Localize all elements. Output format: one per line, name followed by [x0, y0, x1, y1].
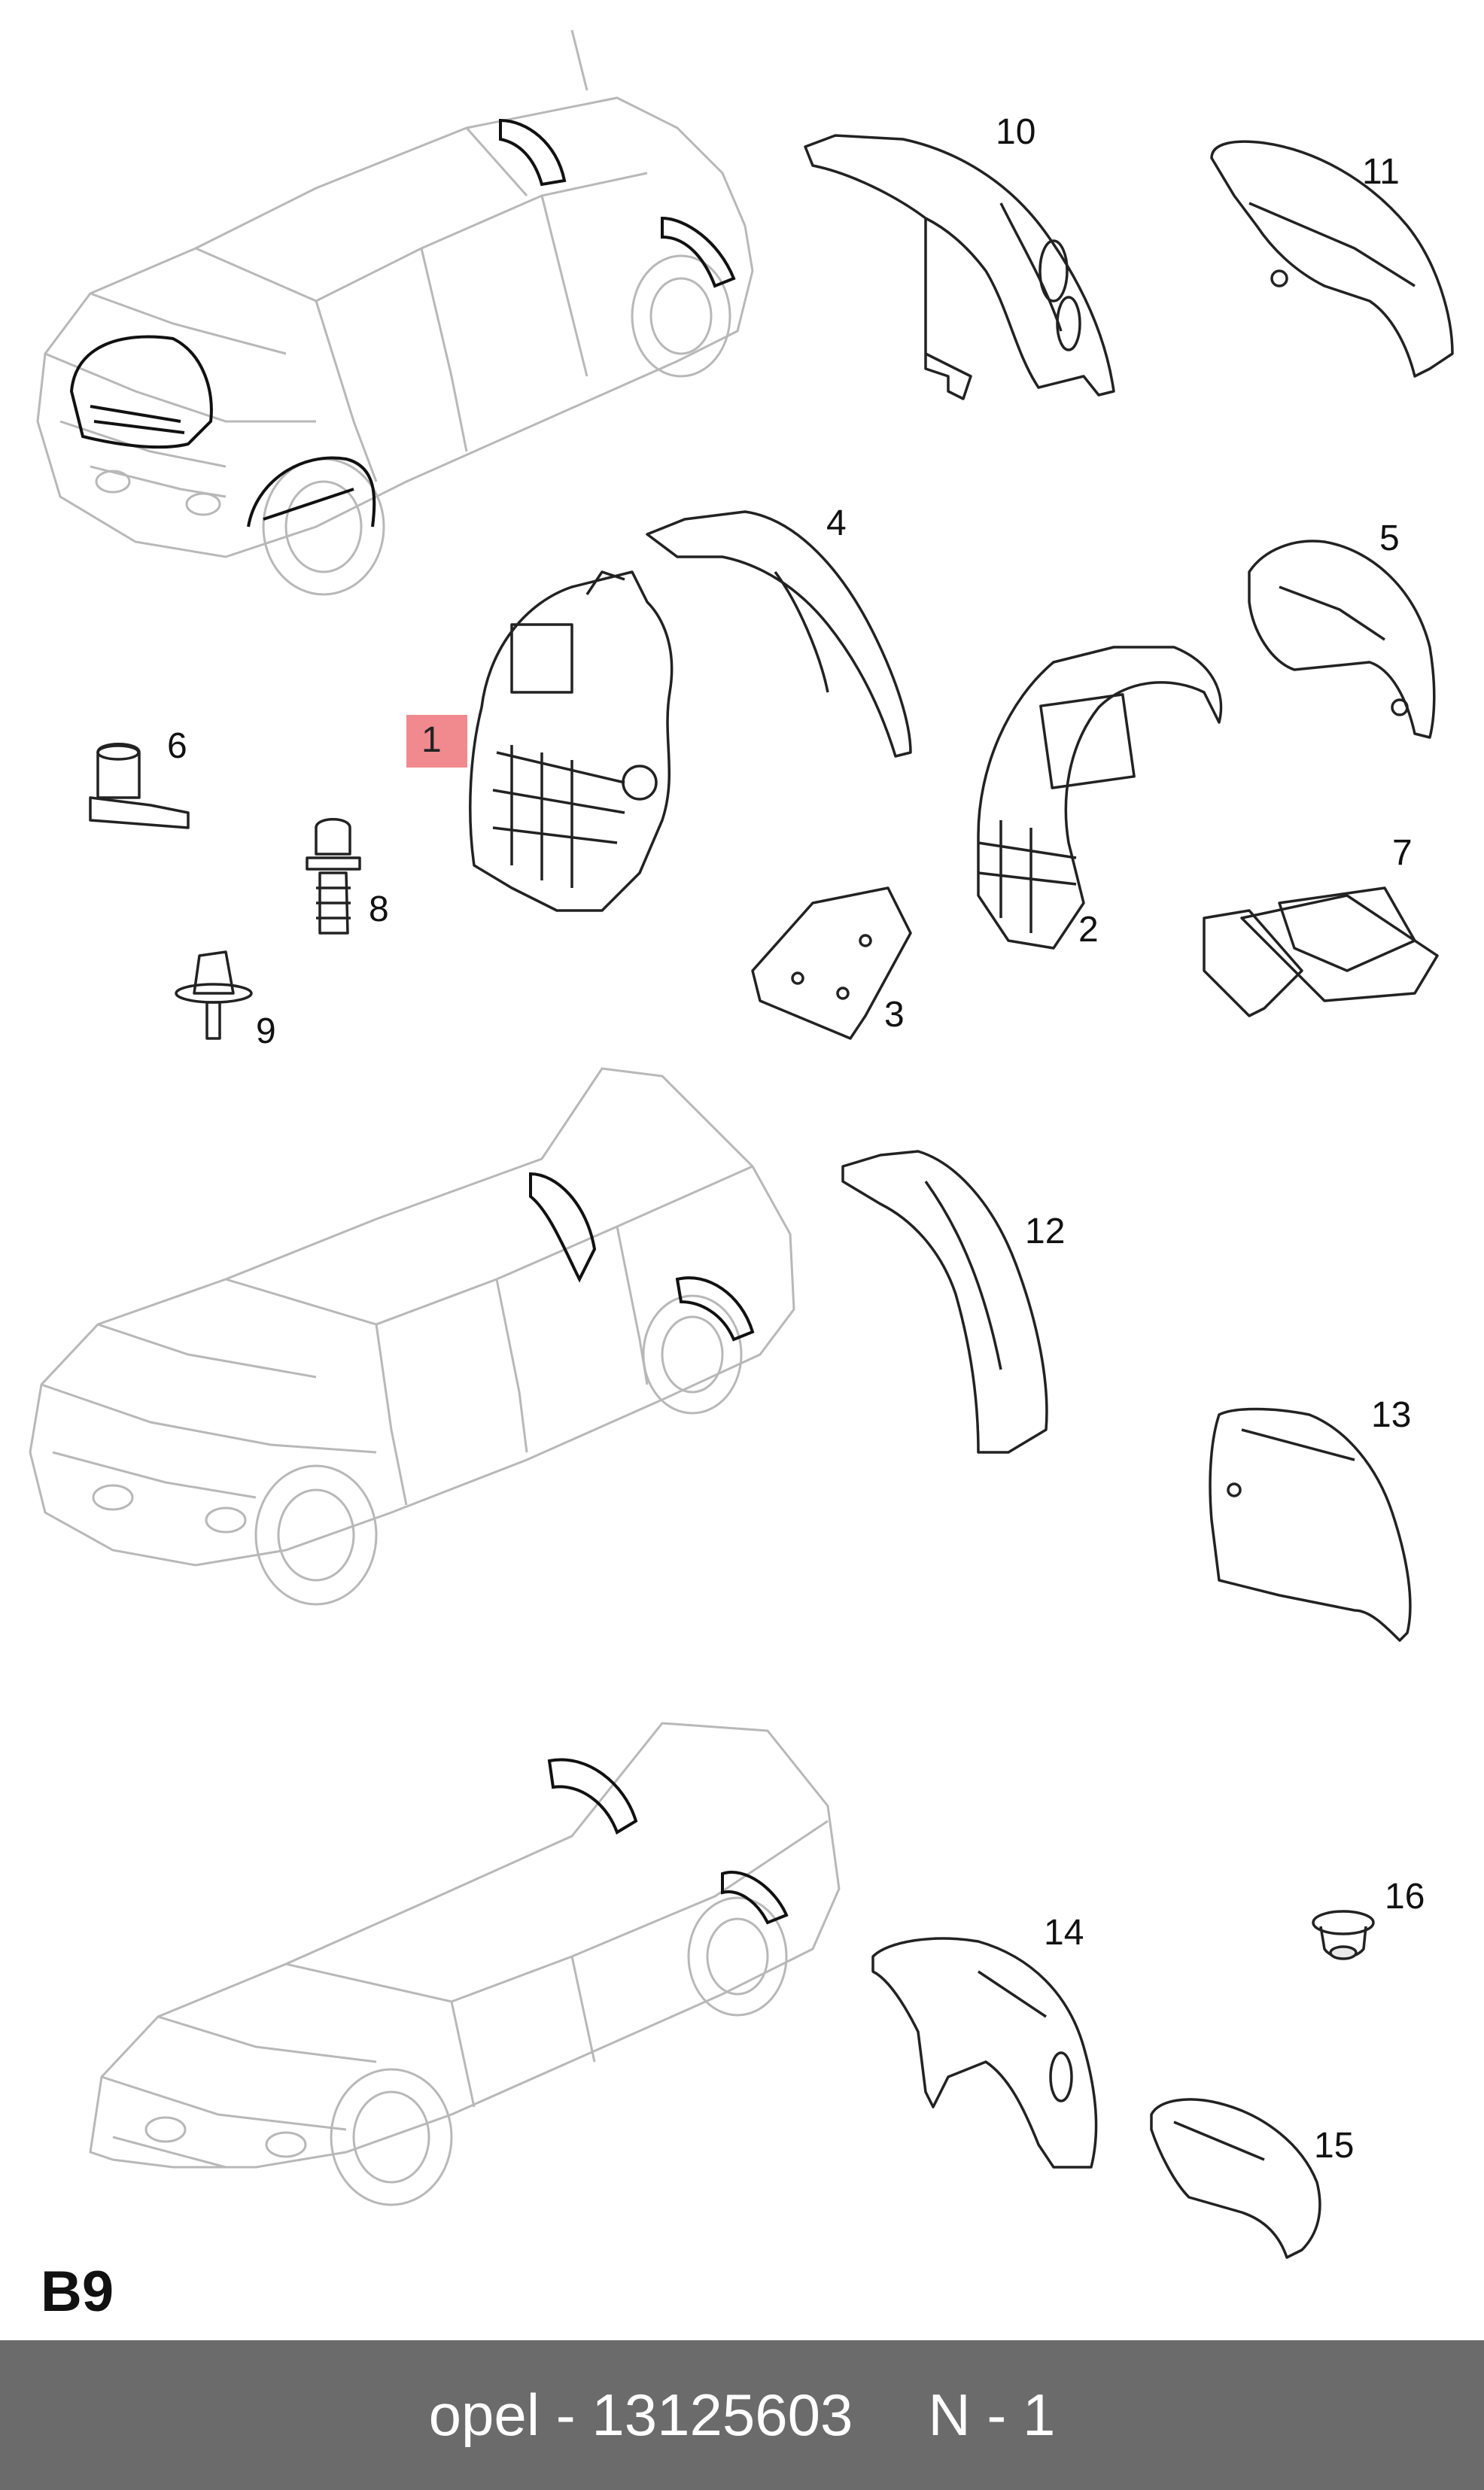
callout-16[interactable]: 16: [1385, 1877, 1425, 1917]
part-16-nut[interactable]: [1312, 1910, 1375, 1960]
callout-13[interactable]: 13: [1371, 1395, 1412, 1435]
hatchback-highlighted-liners: [69, 118, 736, 527]
estate-car-illustration: [29, 1067, 795, 1606]
section-code: B9: [41, 2260, 114, 2324]
estate-highlighted-liners: [529, 1172, 755, 1342]
footer-text: opel - 13125603 N - 1: [0, 2340, 1484, 2490]
part-7-insulation-pads[interactable]: [1203, 886, 1439, 1017]
callout-9[interactable]: 9: [256, 1011, 276, 1051]
part-14-wheelhouse-liner[interactable]: [871, 1937, 1098, 2169]
callout-4[interactable]: 4: [826, 503, 847, 543]
part-1-front-wheelhouse-liner[interactable]: [469, 570, 674, 912]
callout-12[interactable]: 12: [1025, 1212, 1066, 1251]
part-5-wheelhouse-liner[interactable]: [1248, 540, 1436, 739]
part-10-rear-wheelhouse-liner[interactable]: [804, 134, 1115, 400]
part-8-expanding-rivet[interactable]: [306, 818, 361, 935]
part-4-wheelhouse-liner[interactable]: [646, 510, 912, 758]
part-2-front-wheelhouse-liner[interactable]: [977, 646, 1223, 950]
part-11-wheelhouse-liner[interactable]: [1210, 140, 1454, 378]
parts-diagram: [29, 29, 1454, 2259]
callout-11[interactable]: 11: [1362, 152, 1400, 192]
callout-5[interactable]: 5: [1379, 518, 1400, 558]
callout-8[interactable]: 8: [369, 889, 389, 929]
part-13-wheelhouse-liner[interactable]: [1209, 1407, 1412, 1642]
sedan-highlighted-liners: [547, 1758, 789, 1925]
callout-3[interactable]: 3: [884, 995, 905, 1035]
callout-7[interactable]: 7: [1392, 833, 1413, 873]
callout-6[interactable]: 6: [167, 726, 187, 766]
part-9-push-clip[interactable]: [175, 950, 253, 1040]
callout-10[interactable]: 10: [996, 112, 1036, 152]
footer-brand-part-number: opel - 13125603: [428, 2382, 853, 2448]
hatchback-car-illustration: [36, 29, 754, 596]
footer-bar: opel - 13125603 N - 1: [0, 2340, 1484, 2490]
footer-quantity: N - 1: [928, 2382, 1056, 2448]
callout-14[interactable]: 14: [1044, 1913, 1084, 1953]
sedan-car-illustration: [89, 1722, 841, 2206]
part-12-wheelhouse-liner[interactable]: [841, 1150, 1048, 1454]
part-3-cover-plate[interactable]: [751, 886, 912, 1040]
callout-1[interactable]: 1: [406, 715, 467, 768]
part-15-wheelhouse-liner[interactable]: [1150, 2098, 1321, 2259]
part-6-clip[interactable]: [89, 743, 190, 829]
callout-2[interactable]: 2: [1078, 910, 1099, 950]
callout-15[interactable]: 15: [1314, 2126, 1355, 2166]
